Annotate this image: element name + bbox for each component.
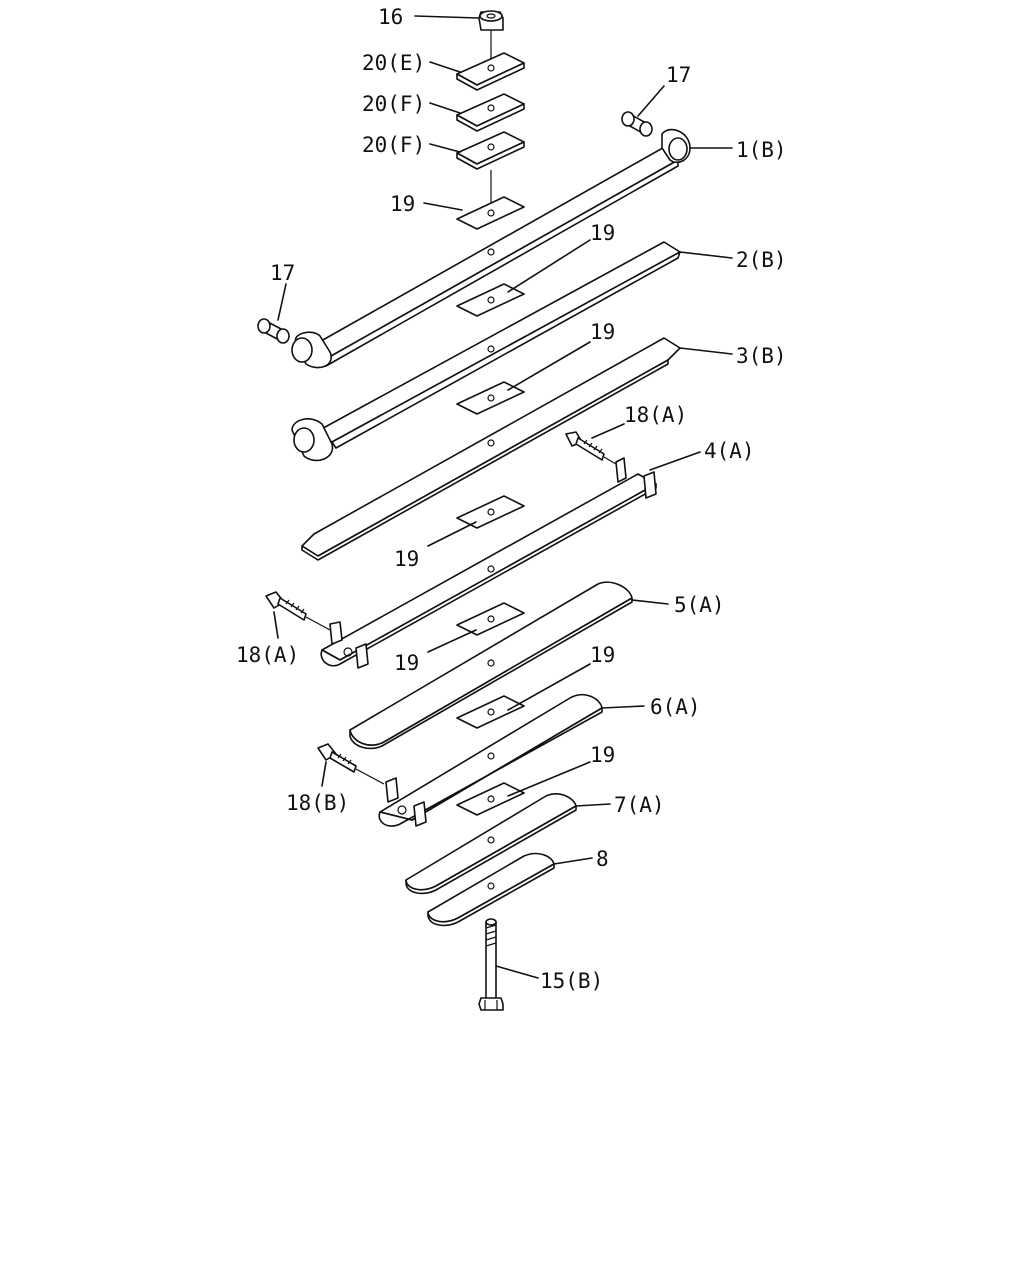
label-20f-1: 20(F) [362,92,425,116]
leaf-1b [291,128,691,369]
label-7a: 7(A) [614,793,665,817]
leader-lines [273,15,733,979]
label-18b: 18(B) [286,791,349,815]
part-17-bushing-left [257,318,290,344]
part-16-nut [478,10,504,31]
callout-labels: 16 20(E) 20(F) 20(F) 19 17 1(B) 17 19 2(… [236,5,787,993]
leaf-4a [320,457,657,669]
label-19-c: 19 [590,320,615,344]
label-4a: 4(A) [704,439,755,463]
label-5a: 5(A) [674,593,725,617]
label-16: 16 [378,5,403,29]
part-15b-center-bolt [478,918,504,1011]
label-17-top: 17 [666,63,691,87]
label-20f-2: 20(F) [362,133,425,157]
label-19-f: 19 [590,643,615,667]
label-15b: 15(B) [540,969,603,993]
label-19-e: 19 [394,651,419,675]
part-18a-bolt-top [565,431,617,465]
part-17-bushing-top [621,111,653,137]
label-19-g: 19 [590,743,615,767]
label-2b: 2(B) [736,248,787,272]
label-19-a: 19 [390,192,415,216]
part-19-pad-a [456,196,525,230]
label-18a-left: 18(A) [236,643,299,667]
part-19-pad-f [456,695,525,729]
label-19-b: 19 [590,221,615,245]
part-20f-plate-1 [456,93,525,132]
part-18b-bolt [317,743,385,785]
label-17-left: 17 [270,261,295,285]
leaf-3b [301,337,681,561]
part-19-pad-d [456,495,525,529]
part-19-pad-g [456,782,525,816]
leaf-2b [291,241,681,462]
leaf-6a [378,693,603,827]
label-18a-top: 18(A) [624,403,687,427]
part-20e-plate [456,52,525,91]
label-19-d: 19 [394,547,419,571]
label-8: 8 [596,847,609,871]
part-18a-bolt-left [265,591,331,631]
label-3b: 3(B) [736,344,787,368]
label-6a: 6(A) [650,695,701,719]
leaf-5a [349,581,633,750]
part-20f-plate-2 [456,131,525,170]
label-1b: 1(B) [736,138,787,162]
part-19-pad-e [456,602,525,636]
label-20e: 20(E) [362,51,425,75]
